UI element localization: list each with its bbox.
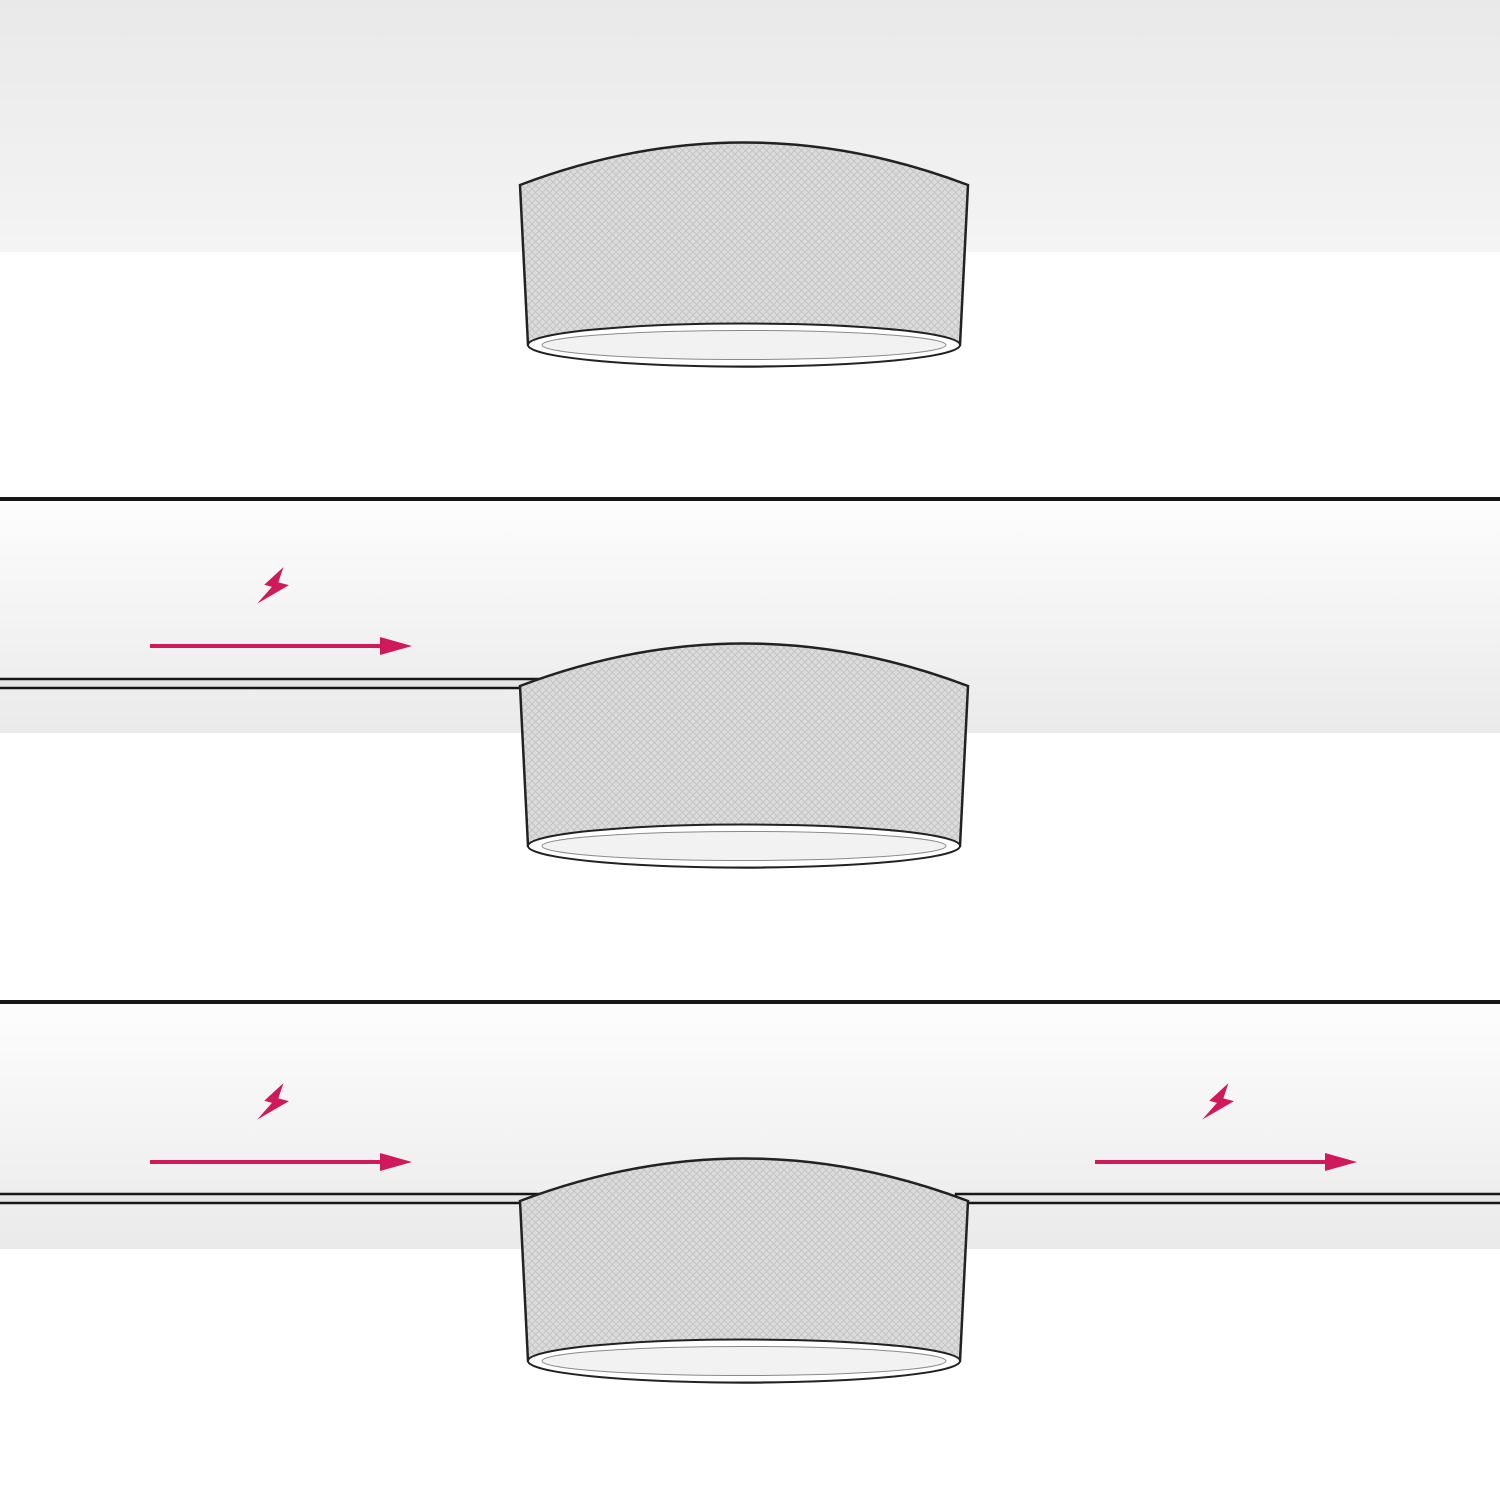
panel-divider [0,497,1500,501]
panel-2-canvas [0,501,1500,1000]
panel-lamp-cable-feed-left [0,501,1500,1000]
panel-lamp-cable-pass-through [0,1004,1500,1500]
power-cable-left [0,677,542,690]
power-cable-right [954,1192,1500,1205]
power-cable-left [0,1192,542,1205]
panel-3-canvas [0,1004,1500,1500]
panel-1-canvas [0,0,1500,497]
panel-divider [0,1000,1500,1004]
drum-ceiling-lamp [518,141,970,368]
drum-ceiling-lamp [518,642,970,869]
panel-lamp-without-cable [0,0,1500,497]
drum-ceiling-lamp [518,1157,970,1384]
